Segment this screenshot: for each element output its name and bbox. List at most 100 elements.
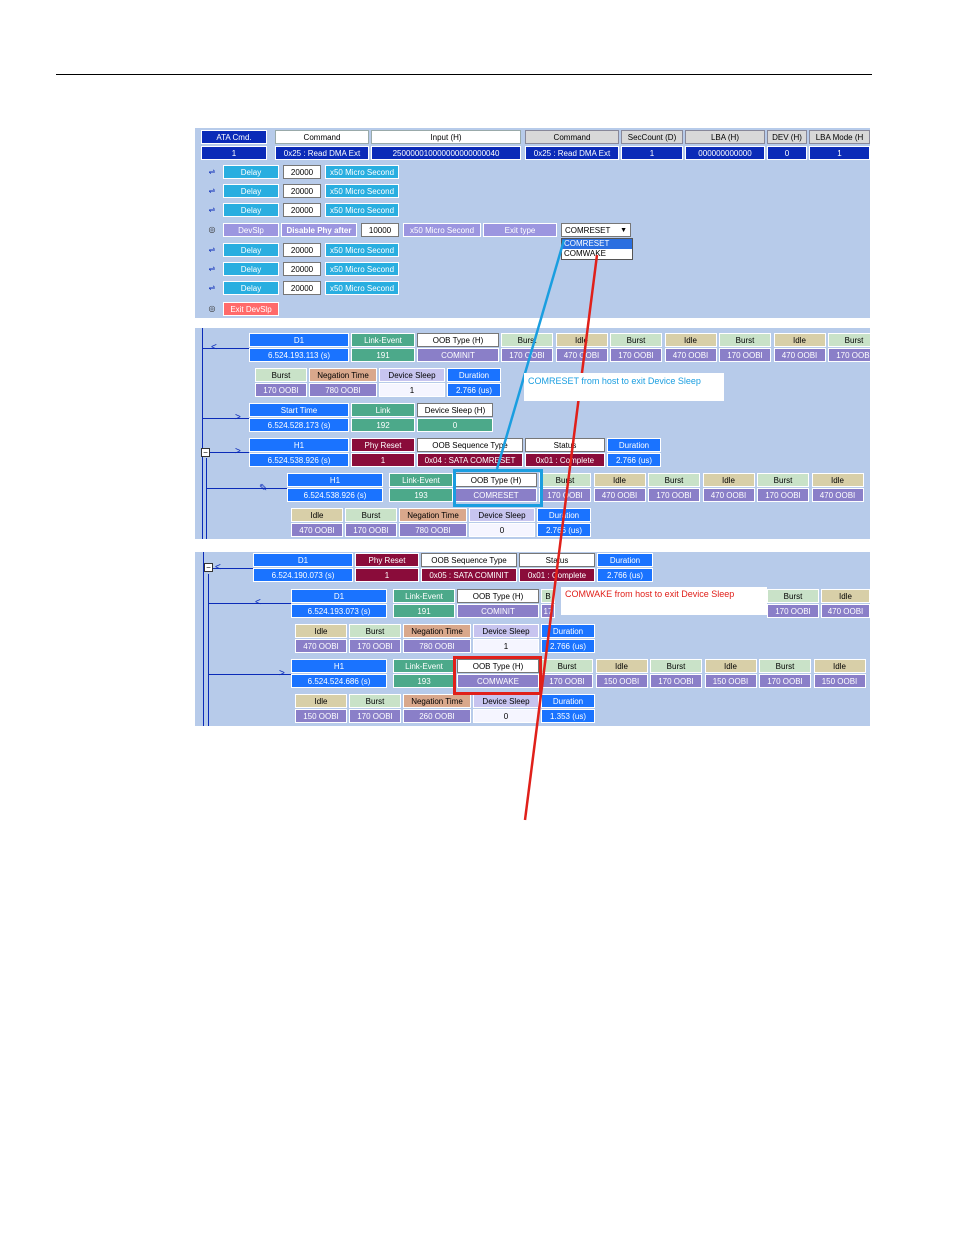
arrow-left-icon: < — [211, 342, 217, 353]
tree-line — [208, 574, 209, 726]
lba-header-label: LBA (H) — [710, 133, 739, 142]
command2-header[interactable]: Command — [525, 130, 619, 144]
input-header[interactable]: Input (H) — [371, 130, 521, 144]
lba-mode-value[interactable]: 1 — [809, 146, 870, 160]
start-time-header[interactable]: Start Time — [249, 403, 349, 417]
extra-field-header: Burst — [349, 624, 401, 638]
oob-type-value: COMWAKE — [457, 674, 539, 688]
delay-value-text: 20000 — [290, 284, 314, 293]
start-time-value[interactable]: 6.524.528.173 (s) — [249, 418, 349, 432]
delay-value-text: 20000 — [290, 246, 314, 255]
d1-name[interactable]: D1 — [253, 553, 353, 567]
tree-line — [208, 674, 291, 675]
oob-seq-value: 0x05 : SATA COMINIT — [421, 568, 517, 582]
oob-type-header[interactable]: OOB Type (H) — [455, 473, 537, 487]
exit-devslp-label[interactable]: Exit DevSlp — [223, 302, 279, 316]
lba-header[interactable]: LBA (H) — [685, 130, 765, 144]
delay-value-text: 20000 — [290, 206, 314, 215]
delay-unit: x50 Micro Second — [325, 281, 399, 295]
delay-label[interactable]: Delay — [223, 281, 279, 295]
comwake-connector-line — [523, 254, 599, 821]
delay-value-input[interactable]: 20000 — [283, 243, 321, 257]
delay-icon: ⇌ — [208, 205, 216, 214]
seccount-header[interactable]: SecCount (D) — [621, 130, 683, 144]
dropdown-option-comwake[interactable]: COMWAKE — [564, 249, 606, 258]
delay-label[interactable]: Delay — [223, 243, 279, 257]
command-header[interactable]: Command — [275, 130, 369, 144]
lba-mode-header[interactable]: LBA Mode (H — [809, 130, 870, 144]
dropdown-option-comreset[interactable]: COMRESET — [562, 239, 632, 249]
ata-cmd-header[interactable]: ATA Cmd. — [201, 130, 267, 144]
h1-le-time[interactable]: 6.524.524.686 (s) — [291, 674, 387, 688]
d1-name[interactable]: D1 — [249, 333, 349, 347]
delay-value-input[interactable]: 20000 — [283, 281, 321, 295]
delay-label[interactable]: Delay — [223, 184, 279, 198]
oob-type-value: COMINIT — [417, 348, 499, 362]
oob-type-header[interactable]: OOB Type (H) — [457, 659, 539, 673]
extra-field-value-text: 2.766 (us) — [455, 386, 493, 395]
d1-le-time[interactable]: 6.524.193.073 (s) — [291, 604, 387, 618]
tree-line — [208, 603, 291, 604]
h1-le-name[interactable]: H1 — [291, 659, 387, 673]
delay-value-input[interactable]: 20000 — [283, 165, 321, 179]
delay-value-input[interactable]: 20000 — [283, 184, 321, 198]
oob-type-header[interactable]: OOB Type (H) — [417, 333, 499, 347]
h1-time[interactable]: 6.524.538.926 (s) — [249, 453, 349, 467]
delay-label[interactable]: Delay — [223, 165, 279, 179]
delay-value-input[interactable]: 20000 — [283, 203, 321, 217]
disable-phy-label-text: Disable Phy after — [286, 226, 352, 235]
extra-field-value: 170 OOBI — [255, 383, 307, 397]
duration-value: 2.766 (us) — [607, 453, 661, 467]
ata-cmd-value[interactable]: 1 — [201, 146, 267, 160]
d1-le-time-text: 6.524.193.073 (s) — [307, 607, 371, 616]
oob-pair-value-text: 170 OOBI — [727, 351, 763, 360]
dev-value[interactable]: 0 — [767, 146, 807, 160]
collapse-toggle[interactable]: − — [201, 448, 210, 457]
command-value[interactable]: 0x25 : Read DMA Ext — [275, 146, 369, 160]
input-header-label: Input (H) — [430, 133, 462, 142]
d1-time[interactable]: 6.524.190.073 (s) — [253, 568, 353, 582]
extra-field-header: Burst — [345, 508, 397, 522]
lba-value[interactable]: 000000000000 — [685, 146, 765, 160]
input-value[interactable]: 250000010000000000000040 — [371, 146, 521, 160]
dev-header[interactable]: DEV (H) — [767, 130, 807, 144]
devslp-unit-text: x50 Micro Second — [409, 226, 475, 235]
disable-phy-input[interactable]: 10000 — [361, 223, 399, 237]
phy-reset-value-text: 1 — [380, 456, 386, 465]
extra-field-header: Duration — [541, 624, 595, 638]
h1-le-time[interactable]: 6.524.538.926 (s) — [287, 488, 383, 502]
h1-le-name-text: H1 — [329, 476, 341, 485]
duration-header: Duration — [607, 438, 661, 452]
h1-name-text: H1 — [293, 441, 305, 450]
comwake-highlight-box — [453, 656, 542, 695]
phy-reset-text: Phy Reset — [368, 556, 406, 565]
delay-label[interactable]: Delay — [223, 262, 279, 276]
extra-field-header-text: Idle — [314, 697, 328, 706]
oob-pair-label: Burst — [783, 592, 803, 601]
d1-le-name[interactable]: D1 — [291, 589, 387, 603]
delay-label-text: Delay — [240, 265, 262, 274]
oob-type-header[interactable]: OOB Type (H) — [457, 589, 539, 603]
device-sleep-value: 0 — [417, 418, 493, 432]
devslp-label[interactable]: DevSlp — [223, 223, 279, 237]
link-event-header: Link-Event — [389, 473, 453, 487]
oob-pair-value-text: 470 OOBI — [601, 491, 638, 500]
device-sleep-header: Device Sleep (H) — [417, 403, 493, 417]
command2-header-label: Command — [553, 133, 591, 142]
lba-mode-value-text: 1 — [837, 149, 842, 158]
oob-seq-value: 0x04 : SATA COMRESET — [417, 453, 523, 467]
delay-label[interactable]: Delay — [223, 203, 279, 217]
extra-field-header-text: Burst — [365, 697, 385, 706]
d1-time[interactable]: 6.524.193.113 (s) — [249, 348, 349, 362]
command2-value[interactable]: 0x25 : Read DMA Ext — [525, 146, 619, 160]
chevron-down-icon[interactable]: ▼ — [620, 227, 627, 234]
seccount-value[interactable]: 1 — [621, 146, 683, 160]
h1-le-name[interactable]: H1 — [287, 473, 383, 487]
collapse-toggle[interactable]: − — [204, 563, 213, 572]
extra-field-header: Device Sleep — [379, 368, 445, 382]
h1-name[interactable]: H1 — [249, 438, 349, 452]
delay-value-input[interactable]: 20000 — [283, 262, 321, 276]
extra-field-header-text: Device Sleep — [482, 697, 530, 706]
oob-pair-value-text: 170 OOBI — [547, 491, 583, 500]
exit-type-select[interactable]: COMRESET▼ — [561, 223, 631, 237]
